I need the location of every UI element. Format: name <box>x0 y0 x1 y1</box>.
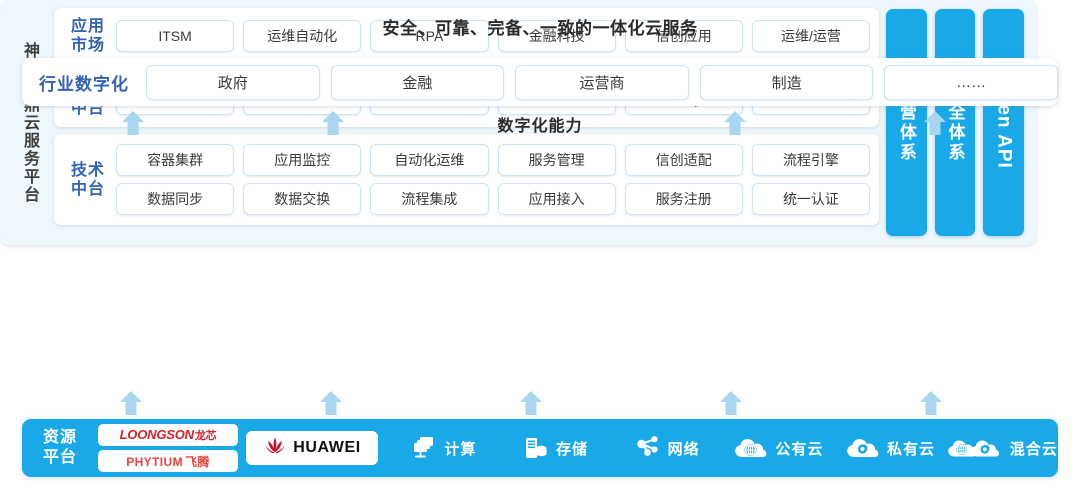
chip-service-mgmt[interactable]: 服务管理 <box>497 144 616 176</box>
up-arrow-icon-8 <box>718 390 744 416</box>
resource-item-network-label: 网络 <box>667 440 700 458</box>
resource-item-network[interactable]: 网络 <box>611 435 723 461</box>
industry-chip-finance[interactable]: 金融 <box>330 64 505 100</box>
huawei-logo-text: HUAWEI <box>293 439 361 456</box>
resource-item-private-cloud[interactable]: 私有云 <box>835 436 947 460</box>
loongson-logo-cn: 龙芯 <box>194 430 217 442</box>
section-tech-platform: 技术 中台 容器集群 应用监控 自动化运维 服务管理 信创适配 流程引擎 <box>54 134 879 225</box>
chip-rpa[interactable]: RPA <box>370 20 489 52</box>
public-cloud-icon <box>734 436 768 460</box>
resource-item-compute-label: 计算 <box>444 440 477 458</box>
chip-xinchuang-app[interactable]: 信创应用 <box>624 20 743 52</box>
up-arrow-icon-5 <box>118 390 144 416</box>
resource-platform-label-line2: 平台 <box>42 449 77 466</box>
chip-itsm[interactable]: ITSM <box>116 20 235 52</box>
chip-service-registration[interactable]: 服务注册 <box>624 183 743 215</box>
resource-item-public-cloud-label: 公有云 <box>775 440 824 458</box>
phytium-logo-cn: 飞腾 <box>185 454 210 469</box>
industry-row-label: 行业数字化 <box>39 74 129 94</box>
huawei-logo[interactable]: HUAWEI <box>246 431 378 465</box>
industry-digitalization-row: 行业数字化 政府 金融 运营商 制造 …… <box>22 58 1058 106</box>
up-arrow-icon-1 <box>120 110 146 136</box>
section-app-market: 应用 市场 ITSM 运维自动化 RPA 金融科技 信创应用 运维/运营 <box>54 8 879 64</box>
loongson-logo-text: LOONGSON <box>119 427 194 442</box>
industry-chip-government[interactable]: 政府 <box>146 64 320 100</box>
side-bar-security-system[interactable]: 安全体系 <box>934 9 976 236</box>
chip-row: 数据同步 数据交换 流程集成 应用接入 服务注册 统一认证 <box>116 183 871 215</box>
section-app-market-chips: ITSM 运维自动化 RPA 金融科技 信创应用 运维/运营 <box>116 20 871 52</box>
resource-item-storage-label: 存储 <box>556 440 589 458</box>
section-tech-platform-label-line2: 中台 <box>70 180 105 198</box>
chip-data-sync[interactable]: 数据同步 <box>116 183 235 215</box>
up-arrow-icon-4 <box>922 110 948 136</box>
section-tech-platform-label: 技术 中台 <box>60 161 116 199</box>
section-app-market-label: 应用 市场 <box>60 17 116 55</box>
up-arrow-icon-7 <box>518 390 544 416</box>
private-cloud-icon <box>846 436 880 460</box>
chip-row: ITSM 运维自动化 RPA 金融科技 信创应用 运维/运营 <box>116 20 871 52</box>
up-arrow-icon-9 <box>918 390 944 416</box>
hybrid-cloud-icon <box>947 436 1003 460</box>
phytium-logo-text: PHYTIUM <box>126 454 183 469</box>
chip-app-access[interactable]: 应用接入 <box>497 183 616 215</box>
section-tech-platform-chips: 容器集群 应用监控 自动化运维 服务管理 信创适配 流程引擎 数据同步 数据交换… <box>116 144 871 215</box>
chip-automated-ops[interactable]: 自动化运维 <box>370 144 489 176</box>
section-app-market-label-line1: 应用 <box>70 18 105 35</box>
network-icon <box>635 435 661 461</box>
chip-container-cluster[interactable]: 容器集群 <box>116 144 235 176</box>
resource-item-storage[interactable]: 存储 <box>500 435 612 461</box>
industry-chip-manufacturing[interactable]: 制造 <box>699 64 874 100</box>
chip-ops-operations[interactable]: 运维/运营 <box>751 20 871 52</box>
capability-label: 数字化能力 <box>497 118 583 135</box>
resource-item-private-cloud-label: 私有云 <box>887 440 936 458</box>
resource-item-hybrid-cloud[interactable]: 混合云 <box>946 436 1058 460</box>
page-title: 安全、可靠、完备、一致的一体化云服务 <box>382 19 698 38</box>
up-arrow-icon-3 <box>722 110 748 136</box>
chip-data-exchange[interactable]: 数据交换 <box>243 183 362 215</box>
industry-chip-operator[interactable]: 运营商 <box>515 64 689 100</box>
loongson-logo[interactable]: LOONGSON龙芯 <box>98 424 238 446</box>
huawei-flower-icon <box>263 436 287 461</box>
resource-item-hybrid-cloud-label: 混合云 <box>1009 440 1058 458</box>
chip-process-engine[interactable]: 流程引擎 <box>751 144 871 176</box>
resource-platform-label-line1: 资源 <box>42 429 77 446</box>
chip-ops-automation[interactable]: 运维自动化 <box>243 20 362 52</box>
up-arrow-icon-2 <box>320 110 346 136</box>
resource-platform-label: 资源 平台 <box>22 428 98 468</box>
resource-item-compute[interactable]: 计算 <box>388 435 500 461</box>
chip-xinchuang-adaptation[interactable]: 信创适配 <box>624 144 743 176</box>
section-tech-platform-label-line1: 技术 <box>70 161 105 179</box>
storage-icon <box>523 435 549 461</box>
up-arrow-icon-6 <box>318 390 344 416</box>
section-app-market-label-line2: 市场 <box>70 37 105 54</box>
chip-row: 容器集群 应用监控 自动化运维 服务管理 信创适配 流程引擎 <box>116 144 871 176</box>
chip-unified-auth[interactable]: 统一认证 <box>751 183 871 215</box>
industry-chip-more[interactable]: …… <box>884 64 1058 100</box>
chip-fintech[interactable]: 金融科技 <box>497 20 616 52</box>
compute-icon <box>411 435 437 461</box>
resource-item-public-cloud[interactable]: 公有云 <box>723 436 835 460</box>
chip-process-integration[interactable]: 流程集成 <box>370 183 489 215</box>
chip-app-monitoring[interactable]: 应用监控 <box>243 144 362 176</box>
